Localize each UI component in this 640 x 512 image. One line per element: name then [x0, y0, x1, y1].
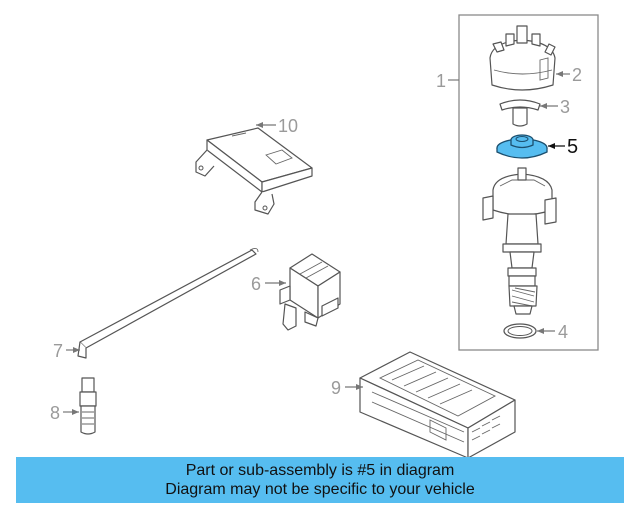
rotor[interactable] [499, 99, 541, 127]
assembly-box [458, 14, 599, 351]
callout-1: 1 [436, 71, 446, 91]
callout-8: 8 [50, 403, 60, 423]
sensor[interactable] [79, 377, 97, 435]
ignition-coil[interactable] [279, 253, 341, 331]
distributor-body[interactable] [482, 167, 557, 315]
bracket[interactable] [195, 127, 313, 215]
rod[interactable] [77, 247, 259, 359]
callout-3: 3 [560, 97, 570, 117]
callout-10: 10 [278, 116, 298, 136]
callout-2: 2 [572, 65, 582, 85]
distributor-cap[interactable] [489, 25, 556, 91]
callout-9: 9 [331, 378, 341, 398]
dust-shield-highlighted[interactable] [496, 134, 548, 159]
info-banner: Part or sub-assembly is #5 in diagram Di… [16, 457, 624, 503]
callout-7: 7 [53, 341, 63, 361]
banner-line-part-number: Part or sub-assembly is #5 in diagram [185, 462, 455, 479]
callout-5: 5 [567, 136, 578, 158]
callout-6: 6 [251, 274, 261, 294]
o-ring[interactable] [503, 323, 537, 339]
banner-line-disclaimer: Diagram may not be specific to your vehi… [165, 481, 475, 498]
callout-4: 4 [558, 322, 568, 342]
control-module[interactable] [359, 351, 516, 459]
